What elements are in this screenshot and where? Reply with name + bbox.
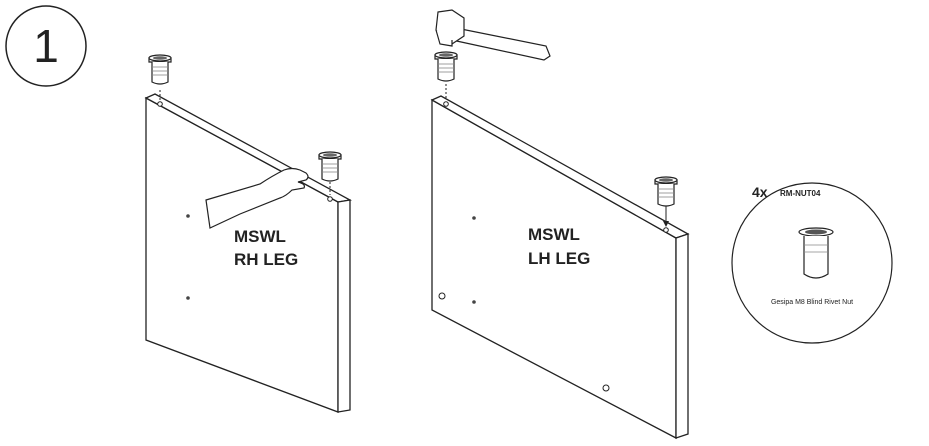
rivet-nut-icon — [654, 176, 678, 207]
rh-leg-label-line1: MSWL — [234, 227, 286, 246]
lh-leg-label-line1: MSWL — [528, 225, 580, 244]
lh-leg-panel — [430, 84, 690, 440]
part-description: Gesipa M8 Blind Rivet Nut — [771, 299, 853, 306]
step-circle — [5, 5, 87, 87]
lh-leg-label-line2: LH LEG — [528, 249, 590, 268]
rivet-nut-icon — [148, 54, 172, 85]
rivet-nut-icon — [318, 151, 342, 182]
part-code: RM-NUT04 — [780, 189, 821, 198]
hand-icon — [205, 167, 309, 229]
rh-leg-label-line2: RH LEG — [234, 250, 298, 269]
hammer-icon — [435, 9, 551, 61]
step-number: 1 — [33, 20, 59, 72]
step-badge: 1 — [5, 5, 87, 87]
part-callout: 4x RM-NUT04 Gesipa M8 Blind Rivet Nut — [731, 182, 893, 344]
rivet-nut-large-icon — [798, 227, 834, 279]
rivet-nut-icon — [434, 51, 458, 82]
part-quantity: 4x — [752, 184, 768, 200]
